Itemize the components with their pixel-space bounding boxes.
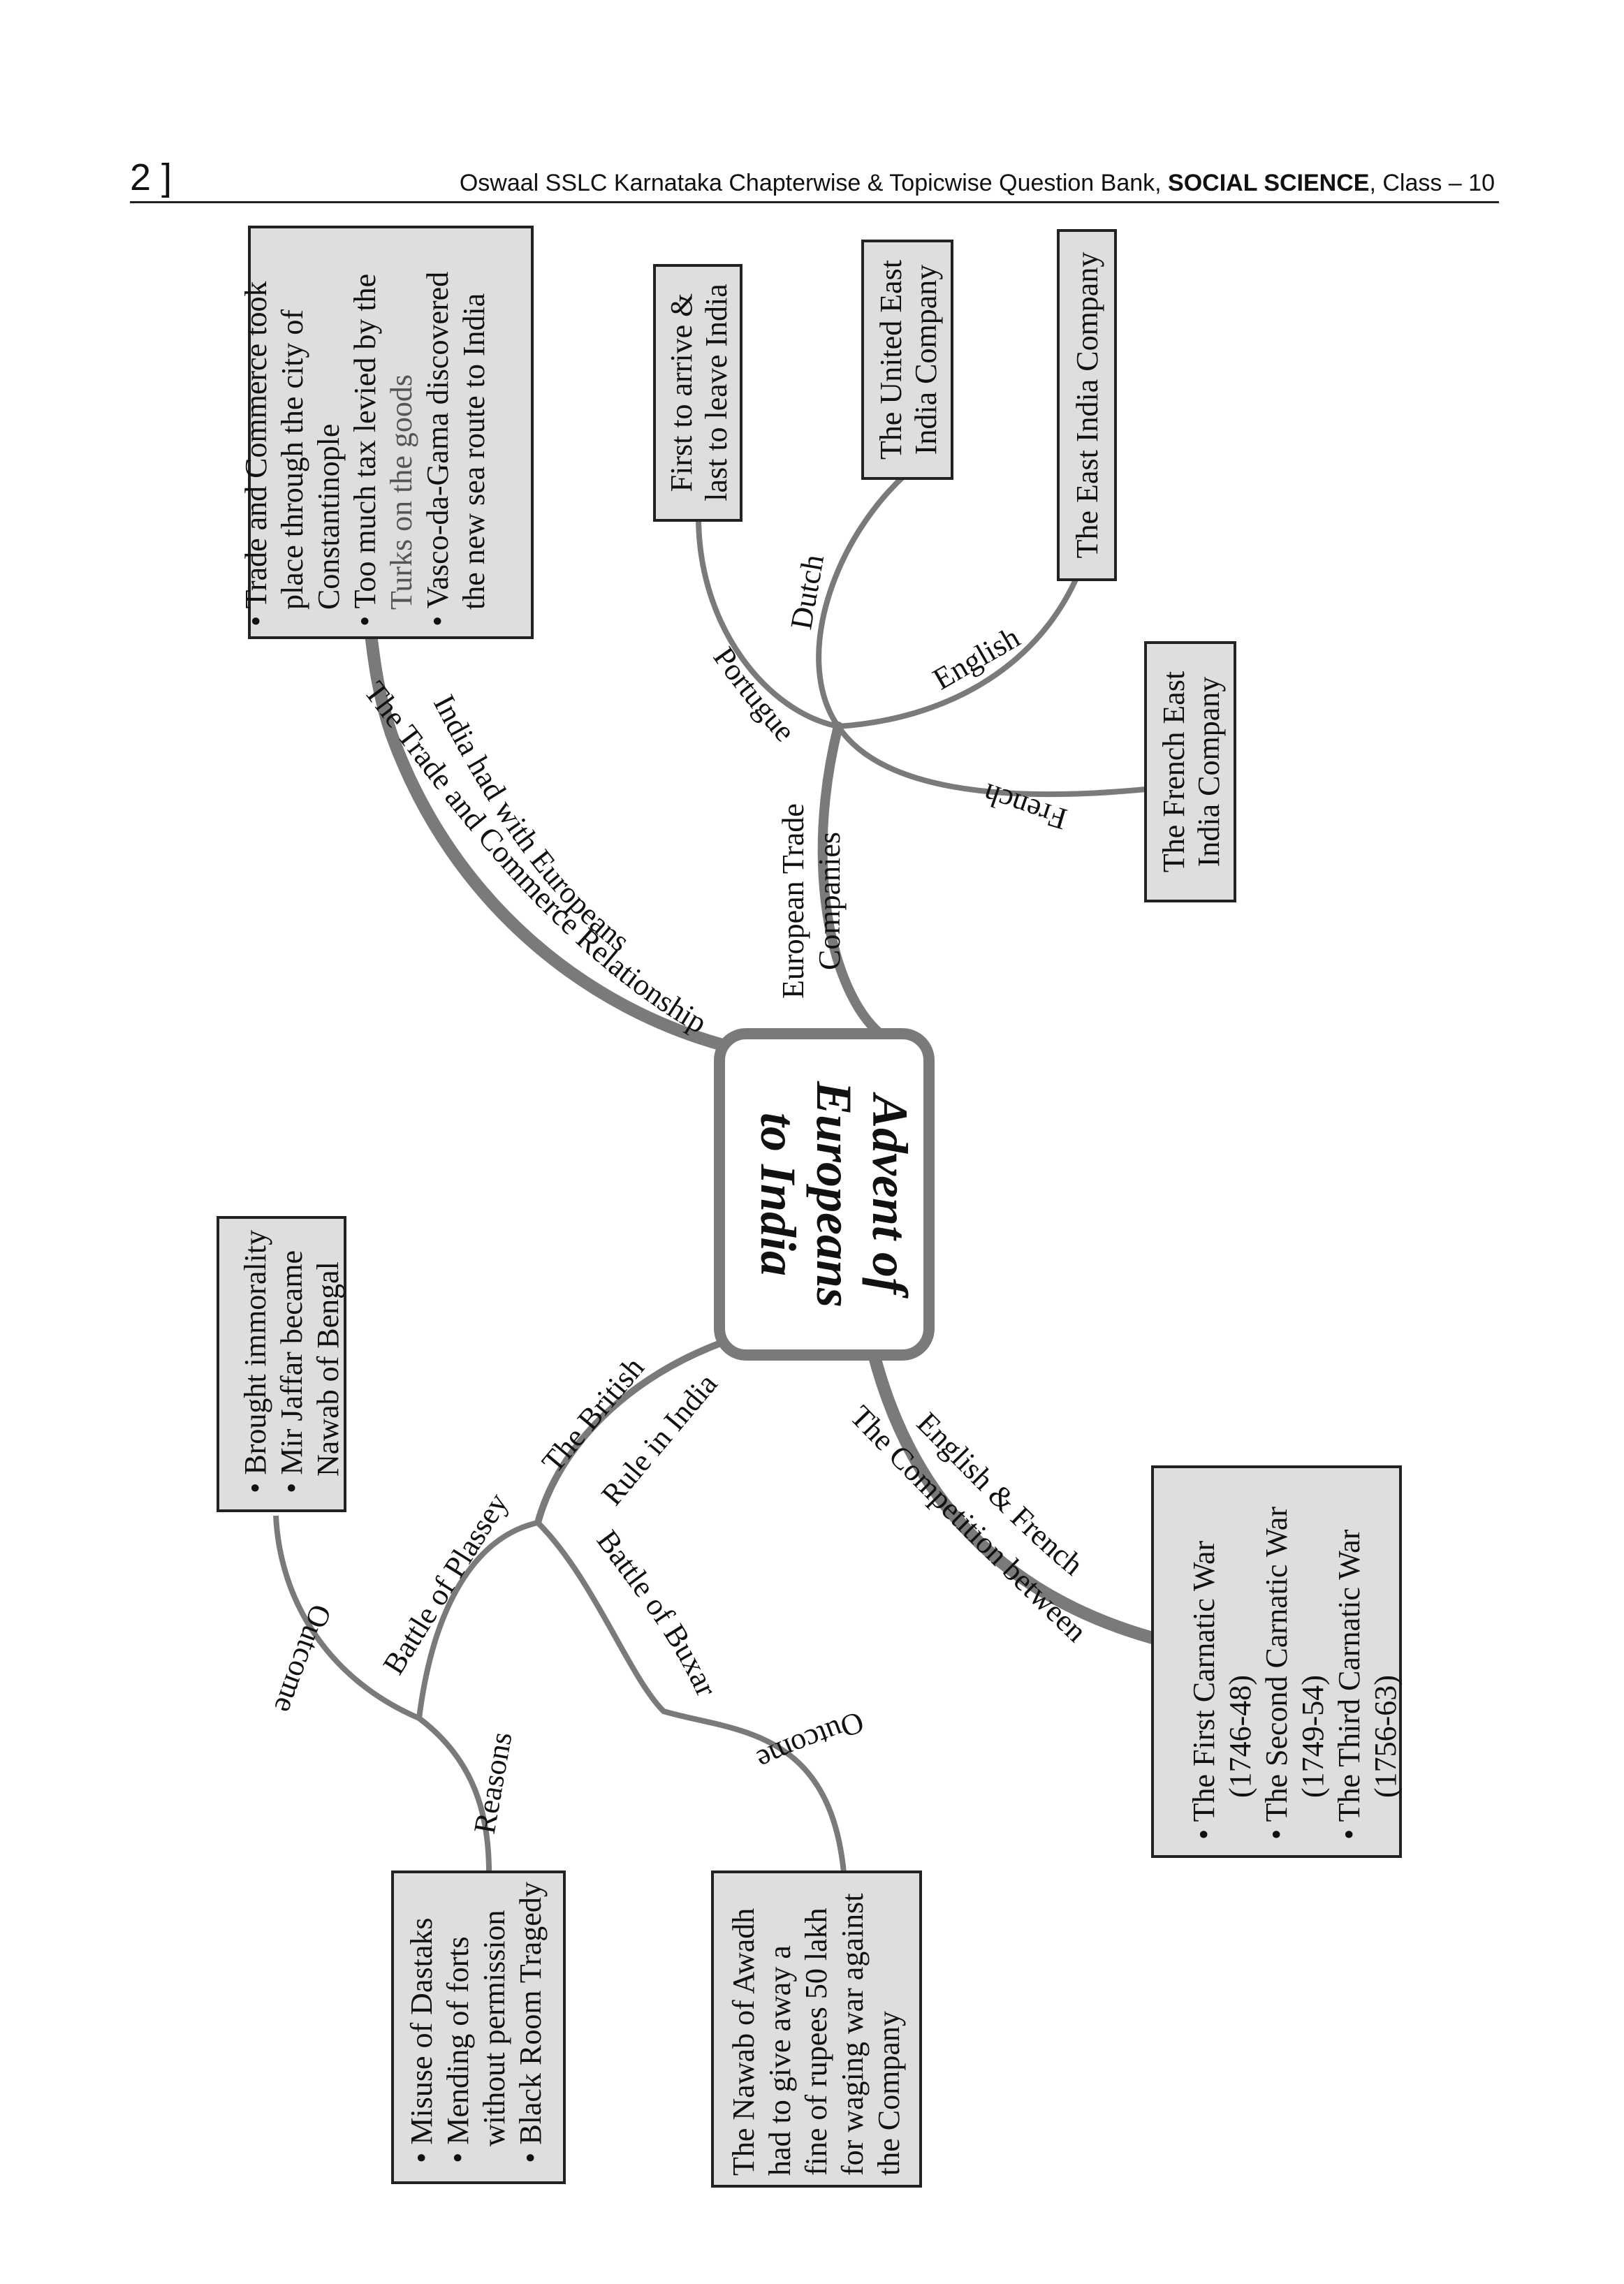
carnatic-bullet-2-line-2: (1749-54) [1296, 1675, 1330, 1798]
plassey-line [416, 1520, 539, 1719]
buxar-label: Battle of Buxar [590, 1524, 724, 1701]
plassey-reasons-line [417, 1715, 492, 1873]
center-node: Advent of Europeans to India [714, 1028, 935, 1361]
dutch-box-line2: India Company [909, 265, 943, 455]
buxar-outcomes-box [711, 1871, 922, 2188]
reasons-bullet-1-line-1: • Misuse of Dastaks [404, 1918, 439, 2164]
carnatic-bullet-2-line-1: • The Second Carnatic War [1259, 1507, 1294, 1840]
plassey-outcome-box [217, 1216, 346, 1512]
plassey-reasons-box [391, 1871, 566, 2184]
french-box-line1: The French East [1157, 671, 1191, 872]
carnatic-bullet-3-line-1: • The Third Carnatic War [1332, 1529, 1366, 1840]
page-number: 2 ] [130, 156, 173, 198]
portuguese-box-line2: last to leave India [699, 284, 733, 502]
buxar-box-line-2: had to give away a [763, 1945, 797, 2176]
trade-bullet-1-line-3: Constantinople [312, 424, 346, 610]
carnatic-wars-box [1151, 1465, 1402, 1858]
portuguese-box-line1: First to arrive & [664, 293, 698, 492]
trade-bullet-2-line-2: Turks on the goods [384, 374, 418, 610]
center-title-line2: Europeans [806, 1081, 862, 1308]
trade-bullet-3-line-2: the new sea route to India [457, 293, 491, 610]
carnatic-bullet-1-text-1: The First Carnatic War [1187, 1541, 1221, 1822]
carnatic-bullet-1-line-2: (1746-48) [1223, 1675, 1257, 1798]
reasons-bullet-2-text-1: Mending of forts [441, 1936, 475, 2144]
french-box-line2: India Company [1192, 677, 1226, 868]
trade-branch: The Trade and Commerce Relationship Indi… [239, 226, 712, 1040]
plassey-outcome-label: Outcome [268, 1600, 338, 1718]
plassey-reasons-label: Reasons [467, 1729, 519, 1836]
plassey-label: Battle of Plassey [376, 1487, 515, 1681]
reasons-bullet-2-line-2: without permission [477, 1910, 511, 2146]
french-line [835, 724, 1146, 798]
running-head-prefix: Oswaal SSLC Karnataka Chapterwise & Topi… [459, 170, 1169, 196]
english-box [1057, 229, 1117, 581]
british-branch-line [534, 1338, 728, 1524]
outcome-bullet-1-line-1: • Brought immorality [238, 1230, 272, 1493]
outcome-bullet-2-text-1: Mir Jaffar became [275, 1250, 309, 1475]
competition-label-outer-path: The Competition between [844, 1399, 1094, 1648]
running-head-subject: SOCIAL SCIENCE [1168, 170, 1370, 196]
reasons-bullet-1-text-1: Misuse of Dastaks [404, 1918, 439, 2145]
buxar-box-line-1: The Nawab of Awadh [726, 1908, 761, 2176]
buxar-label-path: Battle of Buxar [590, 1524, 724, 1701]
trade-bullet-1-text-1: Trade and Commerce took [239, 281, 273, 609]
competition-label-outer: The Competition between [844, 1399, 1094, 1648]
trade-bullet-3-text-1: Vasco-da-Gama discovered [420, 272, 455, 609]
running-head-suffix: , Class – 10 [1369, 170, 1495, 196]
carnatic-bullet-2-text-1: The Second Carnatic War [1259, 1507, 1294, 1822]
buxar-box-line-3: fine of rupees 50 lakh [799, 1908, 833, 2176]
carnatic-bullet-3-line-2: (1756-63) [1368, 1675, 1403, 1798]
trade-bullet-1-line-2: place through the city of [275, 309, 309, 610]
dutch-box-line1: The United East [874, 260, 908, 460]
trade-bullet-2-line-1: • Too much tax levied by the [348, 274, 382, 627]
dutch-line [816, 458, 924, 729]
companies-branch-line [817, 722, 885, 1039]
reasons-bullet-3-text-1: Black Room Tragedy [513, 1882, 548, 2144]
carnatic-bullet-3-text-1: The Third Carnatic War [1332, 1529, 1366, 1822]
dutch-box [861, 240, 953, 480]
trade-branch-line [364, 622, 740, 1054]
french-label: French [979, 777, 1071, 837]
trade-bullet-2-text-1: Too much tax levied by the [348, 274, 382, 609]
portuguese-line [696, 516, 839, 729]
page-header: 2 ] Oswaal SSLC Karnataka Chapterwise & … [130, 156, 1499, 203]
center-title-line3: to India [750, 1113, 806, 1276]
plassey-outcome-line [273, 1515, 420, 1721]
trade-facts-box [248, 226, 534, 639]
companies-branch: European Trade Companies Portuguese Dutc… [0, 0, 1236, 999]
english-box-line1: The East India Company [1070, 252, 1104, 559]
carnatic-bullet-1-line-1: • The First Carnatic War [1187, 1541, 1221, 1840]
reasons-bullet-3-line-1: • Black Room Tragedy [513, 1882, 548, 2163]
portuguese-box [653, 264, 742, 522]
companies-label-line2: Companies [812, 832, 847, 970]
center-box [714, 1028, 935, 1361]
competition-branch-line [867, 1345, 1159, 1644]
running-head: Oswaal SSLC Karnataka Chapterwise & Topi… [460, 168, 1495, 198]
reasons-bullet-2-line-1: • Mending of forts [441, 1936, 475, 2163]
branch-lines [273, 458, 1159, 1894]
buxar-box-line-5: the Company [872, 2011, 906, 2176]
companies-label-line1: European Trade [776, 803, 810, 999]
center-title-line1: Advent of [862, 1092, 918, 1298]
outcome-bullet-2-line-1: • Mir Jaffar became [275, 1250, 309, 1493]
french-label-path: French [979, 777, 1071, 837]
english-line [837, 578, 1078, 729]
outcome-bullet-2-line-2: Nawab of Bengal [311, 1261, 345, 1477]
outcome-bullet-1-text-1: Brought immorality [238, 1230, 272, 1475]
french-box [1144, 641, 1236, 902]
trade-bullet-3-line-1: • Vasco-da-Gama discovered [420, 272, 455, 627]
trade-bullet-1-line-1: • Trade and Commerce took [239, 281, 273, 627]
buxar-line [536, 1521, 848, 1894]
buxar-box-line-4: for waging war against [835, 1894, 870, 2176]
